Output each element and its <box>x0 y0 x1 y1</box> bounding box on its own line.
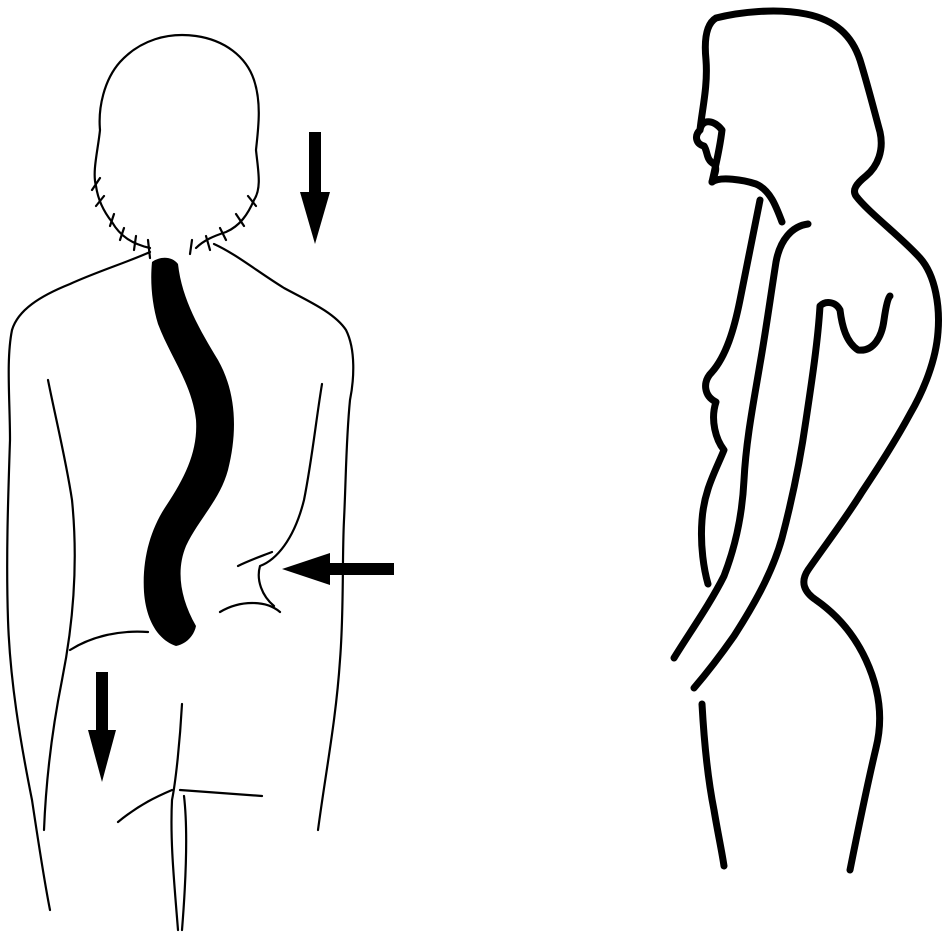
arrow-left-icon <box>282 553 394 585</box>
back-right-torso-outline <box>214 244 353 830</box>
buttocks-fold-right <box>180 790 262 796</box>
back-left-arm-line <box>44 380 75 830</box>
leg-inner-line <box>182 796 186 930</box>
buttocks-fold-left <box>118 790 172 822</box>
arrow-down-icon <box>88 672 116 782</box>
back-view-figure <box>7 35 394 930</box>
side-leg-front <box>702 704 724 866</box>
curved-spine <box>144 258 234 646</box>
side-face-profile <box>697 130 716 182</box>
side-view-figure <box>674 11 938 870</box>
side-head-back-outline <box>700 11 938 870</box>
arrow-down-icon <box>300 132 330 244</box>
back-left-torso-outline <box>7 252 150 910</box>
back-head-outline <box>95 35 259 248</box>
buttocks-top-left <box>70 632 148 650</box>
side-front-torso-outline <box>701 200 760 584</box>
buttocks-cleft <box>171 704 182 930</box>
